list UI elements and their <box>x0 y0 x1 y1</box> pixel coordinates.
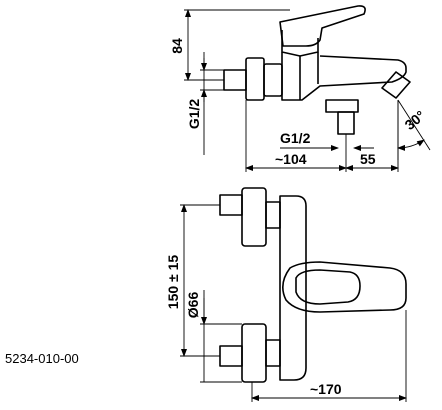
front-body <box>279 195 307 381</box>
side-outlet-nut <box>325 99 359 113</box>
label-inlet-thread: G1/2 <box>186 99 202 130</box>
front-lower-inlet-nut <box>219 345 243 367</box>
side-cartridge-cap <box>281 30 319 57</box>
side-body <box>281 52 407 101</box>
front-lower-rosette <box>241 323 267 383</box>
front-handle <box>282 261 407 313</box>
front-dimensions <box>180 204 407 402</box>
front-upper-inlet-nut <box>219 194 243 216</box>
label-width: ~170 <box>310 381 342 397</box>
product-code: 5234-010-00 <box>5 351 79 366</box>
label-depth: ~104 <box>275 151 307 167</box>
front-view <box>219 187 407 383</box>
side-outlet-pipe <box>337 111 355 135</box>
label-outlet-offset: 55 <box>360 151 376 167</box>
side-spout-outlet <box>381 71 411 99</box>
label-escutcheon: Ø66 <box>185 292 201 319</box>
side-eccentric <box>263 63 283 97</box>
label-outlet-thread: G1/2 <box>280 130 311 146</box>
dim-angle-arc <box>397 139 425 151</box>
side-handle-lever <box>279 5 366 47</box>
front-upper-eccentric <box>265 201 281 229</box>
label-spacing: 150 ± 15 <box>165 255 181 310</box>
side-wall-rosette <box>245 57 265 101</box>
front-lower-eccentric <box>265 339 281 367</box>
label-height: 84 <box>169 38 185 54</box>
side-dimensions <box>184 9 431 172</box>
front-upper-rosette <box>241 187 267 247</box>
side-inlet-nut <box>223 69 247 91</box>
side-view <box>223 5 411 135</box>
